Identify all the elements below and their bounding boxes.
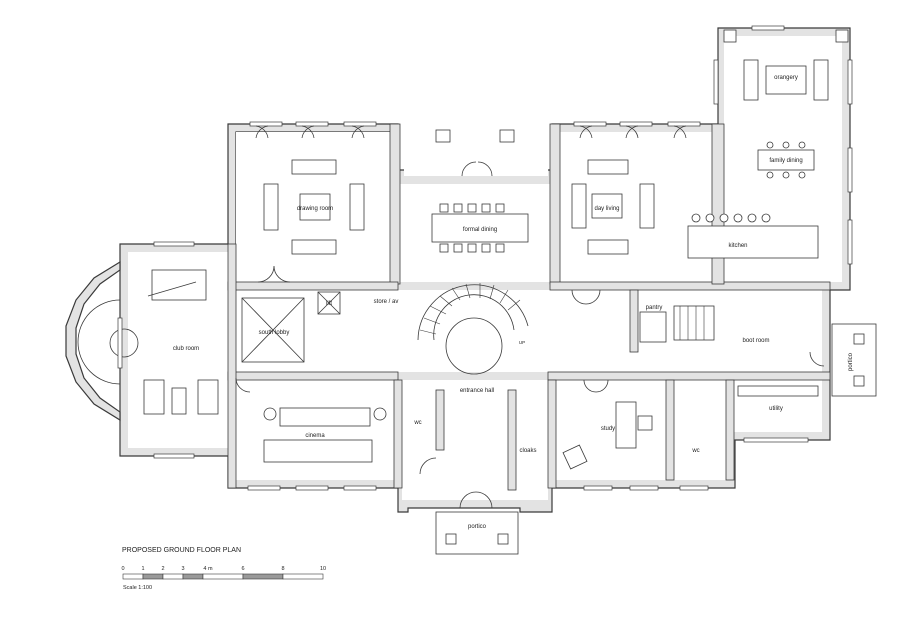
label-wc-west: wc: [413, 420, 421, 426]
day-living-furniture: [571, 159, 655, 255]
label-lift: lift: [326, 301, 332, 307]
scale-tick-2: 2: [161, 566, 164, 572]
scale-tick-10: 10: [320, 566, 326, 572]
label-formal-dining: formal dining: [463, 227, 497, 233]
label-club-room: club room: [173, 346, 199, 352]
label-family-dining: family dining: [769, 158, 802, 164]
label-kitchen: kitchen: [728, 243, 747, 249]
club-room-bay: [65, 260, 139, 422]
terrace-planters: [435, 129, 515, 143]
drawing-room-furniture: [263, 159, 365, 255]
label-cinema: cinema: [305, 433, 325, 439]
label-day-living: day living: [594, 206, 619, 212]
lift-box: [317, 291, 341, 315]
formal-dining-table: [431, 203, 529, 253]
scale-tick-0: 0: [121, 566, 124, 572]
study-furniture: [562, 401, 653, 470]
kitchen-island: [687, 213, 819, 259]
label-drawing-room: drawing room: [297, 206, 333, 212]
label-wc-east: wc: [691, 448, 699, 454]
door-swings: [235, 125, 825, 509]
scale-tick-4: 4 m: [203, 566, 213, 572]
label-pantry: pantry: [646, 305, 663, 311]
windows: [117, 25, 853, 491]
entrance-staircase: [417, 283, 529, 375]
cinema-seating: [263, 407, 387, 463]
plan-title: PROPOSED GROUND FLOOR PLAN: [122, 547, 241, 554]
room-labels: orangery family dining kitchen day livin…: [173, 75, 854, 530]
label-portico-south: portico: [468, 524, 487, 530]
club-room-furniture: [143, 269, 219, 415]
service-stair: [639, 305, 715, 343]
label-entrance-hall: entrance hall: [460, 388, 494, 394]
scale-tick-3: 3: [181, 566, 184, 572]
orangery-furniture: [723, 29, 849, 101]
label-boot-room: boot room: [742, 338, 769, 344]
scale-tick-6: 6: [241, 566, 244, 572]
label-store-av: store / av: [374, 299, 399, 305]
scale-bar: 0 1 2 3 4 m 6 8 10 Scale 1:100: [121, 566, 326, 591]
scale-note: Scale 1:100: [123, 585, 152, 591]
label-cloaks: cloaks: [519, 448, 536, 454]
label-orangery: orangery: [774, 75, 798, 81]
label-stair-up: UP: [519, 340, 525, 345]
label-south-lobby: south lobby: [259, 330, 290, 336]
utility-counter: [737, 385, 819, 397]
label-study: study: [601, 426, 615, 432]
south-portico: [435, 511, 519, 555]
family-dining-table: [757, 141, 815, 179]
scale-tick-1: 1: [141, 566, 144, 572]
south-lobby-box: [241, 297, 305, 363]
scale-tick-8: 8: [281, 566, 284, 572]
label-utility: utility: [769, 406, 783, 412]
label-portico-east: portico: [848, 352, 854, 371]
east-portico: [831, 323, 877, 397]
